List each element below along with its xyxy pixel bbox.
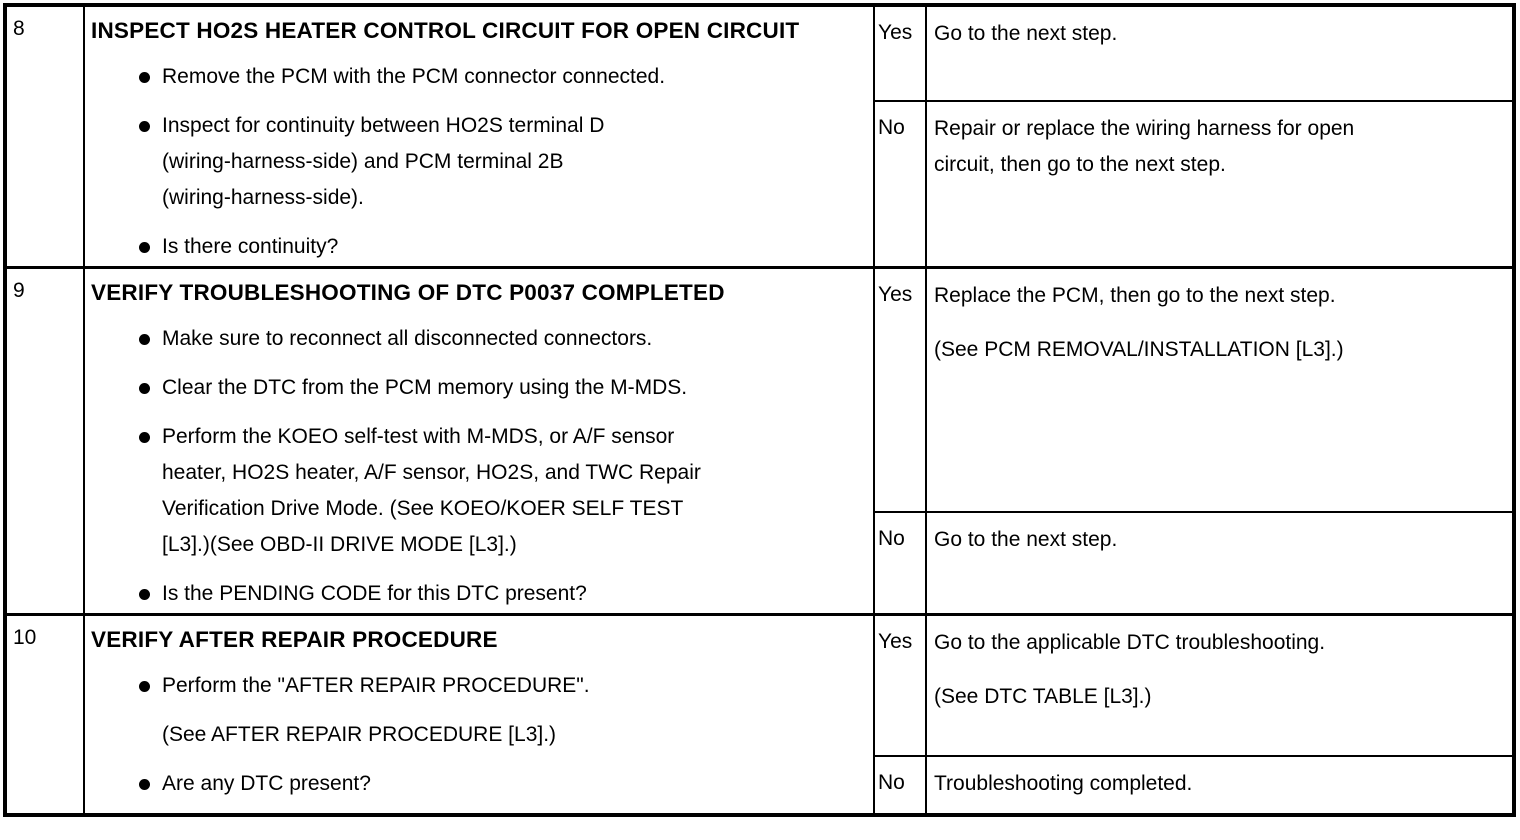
bullet-text: Is the PENDING CODE for this DTC present… bbox=[162, 581, 587, 605]
table-row-step9-no: No Go to the next step. bbox=[5, 511, 1515, 615]
yes-label-cell: Yes bbox=[873, 265, 927, 513]
action-text: Repair or replace the wiring harness for… bbox=[934, 117, 1355, 176]
bullet-text: Perform the "AFTER REPAIR PROCEDURE". bbox=[162, 673, 590, 697]
yes-label-cell: Yes bbox=[873, 4, 927, 102]
step-number: 9 bbox=[13, 278, 25, 302]
yes-action-cell: Go to the next step. bbox=[925, 4, 1515, 102]
bullet-item: Are any DTC present? bbox=[139, 766, 869, 802]
bullet-item: Make sure to reconnect all disconnected … bbox=[139, 321, 869, 357]
no-label-cell: No bbox=[873, 511, 927, 615]
action-text: Go to the applicable DTC troubleshooting… bbox=[934, 630, 1326, 654]
step-number: 10 bbox=[13, 625, 37, 649]
action-text: Troubleshooting completed. bbox=[934, 772, 1193, 795]
bullet-icon bbox=[139, 431, 150, 443]
action-text: Replace the PCM, then go to the next ste… bbox=[934, 283, 1336, 307]
bullet-icon bbox=[139, 382, 150, 394]
inspection-title: VERIFY TROUBLESHOOTING OF DTC P0037 COMP… bbox=[91, 279, 725, 305]
action-text: Go to the next step. bbox=[934, 22, 1118, 45]
inspection-title: INSPECT HO2S HEATER CONTROL CIRCUIT FOR … bbox=[91, 18, 800, 43]
inspection-cell: VERIFY TROUBLESHOOTING OF DTC P0037 COMP… bbox=[83, 265, 875, 615]
yes-action-cell: Replace the PCM, then go to the next ste… bbox=[925, 265, 1515, 513]
action-text: (See PCM REMOVAL/INSTALLATION [L3].) bbox=[934, 337, 1344, 361]
table-row-step9-yes: 9 VERIFY TROUBLESHOOTING OF DTC P0037 CO… bbox=[4, 265, 1515, 615]
bullet-item: Remove the PCM with the PCM connector co… bbox=[139, 59, 869, 95]
no-action-cell: Troubleshooting completed. bbox=[925, 755, 1515, 816]
inspection-title: VERIFY AFTER REPAIR PROCEDURE bbox=[91, 626, 498, 652]
no-action-cell: Repair or replace the wiring harness for… bbox=[925, 100, 1515, 268]
step-number-cell: 9 bbox=[4, 265, 85, 615]
bullet-text: Make sure to reconnect all disconnected … bbox=[162, 326, 653, 350]
bullet-icon bbox=[139, 333, 150, 345]
table-row-step8-yes: 8 INSPECT HO2S HEATER CONTROL CIRCUIT FO… bbox=[4, 4, 1515, 268]
yes-label-cell: Yes bbox=[873, 612, 927, 757]
step-number-cell: 10 bbox=[4, 612, 85, 816]
bullet-text: Perform the KOEO self-test with M-MDS, o… bbox=[162, 424, 701, 556]
bullet-item: Inspect for continuity between HO2S term… bbox=[139, 108, 869, 216]
bullet-item: Perform the KOEO self-test with M-MDS, o… bbox=[139, 419, 869, 563]
step-number-cell: 8 bbox=[4, 4, 85, 268]
inspection-cell: INSPECT HO2S HEATER CONTROL CIRCUIT FOR … bbox=[83, 4, 875, 268]
bullet-text: Are any DTC present? bbox=[162, 771, 371, 795]
inspection-cell: VERIFY AFTER REPAIR PROCEDURE Perform th… bbox=[83, 612, 875, 816]
bullet-text: Is there continuity? bbox=[162, 235, 339, 258]
bullet-text: Inspect for continuity between HO2S term… bbox=[162, 114, 605, 209]
bullet-text: Clear the DTC from the PCM memory using … bbox=[162, 375, 688, 399]
bullet-text: Remove the PCM with the PCM connector co… bbox=[162, 65, 666, 88]
bullet-icon bbox=[139, 778, 150, 790]
bullet-icon bbox=[139, 588, 150, 600]
no-action-cell: Go to the next step. bbox=[925, 511, 1515, 615]
bullet-item: Is there continuity? bbox=[139, 229, 869, 265]
bullet-icon bbox=[139, 680, 150, 692]
bullet-icon bbox=[139, 72, 150, 83]
bullet-text: (See AFTER REPAIR PROCEDURE [L3].) bbox=[162, 722, 557, 746]
table-row-step8-no: No Repair or replace the wiring harness … bbox=[5, 100, 1515, 268]
bullet-item: Perform the "AFTER REPAIR PROCEDURE". bbox=[139, 668, 869, 704]
table-row-step10-no: No Troubleshooting completed. bbox=[5, 755, 1515, 816]
bullet-item: Is the PENDING CODE for this DTC present… bbox=[139, 576, 869, 612]
table-row-step10-yes: 10 VERIFY AFTER REPAIR PROCEDURE Perform… bbox=[4, 612, 1515, 816]
bullet-item-continuation: (See AFTER REPAIR PROCEDURE [L3].) bbox=[139, 717, 869, 753]
yes-action-cell: Go to the applicable DTC troubleshooting… bbox=[925, 612, 1515, 757]
bullet-item: Clear the DTC from the PCM memory using … bbox=[139, 370, 869, 406]
action-text: (See DTC TABLE [L3].) bbox=[934, 684, 1152, 708]
bullet-icon bbox=[139, 242, 150, 253]
troubleshooting-table: 8 INSPECT HO2S HEATER CONTROL CIRCUIT FO… bbox=[3, 3, 1516, 817]
bullet-icon bbox=[139, 121, 150, 132]
step-number: 8 bbox=[13, 17, 25, 40]
troubleshooting-document: 8 INSPECT HO2S HEATER CONTROL CIRCUIT FO… bbox=[3, 3, 1516, 817]
no-label-cell: No bbox=[873, 755, 927, 816]
no-label-cell: No bbox=[873, 100, 927, 268]
action-text: Go to the next step. bbox=[934, 528, 1118, 551]
